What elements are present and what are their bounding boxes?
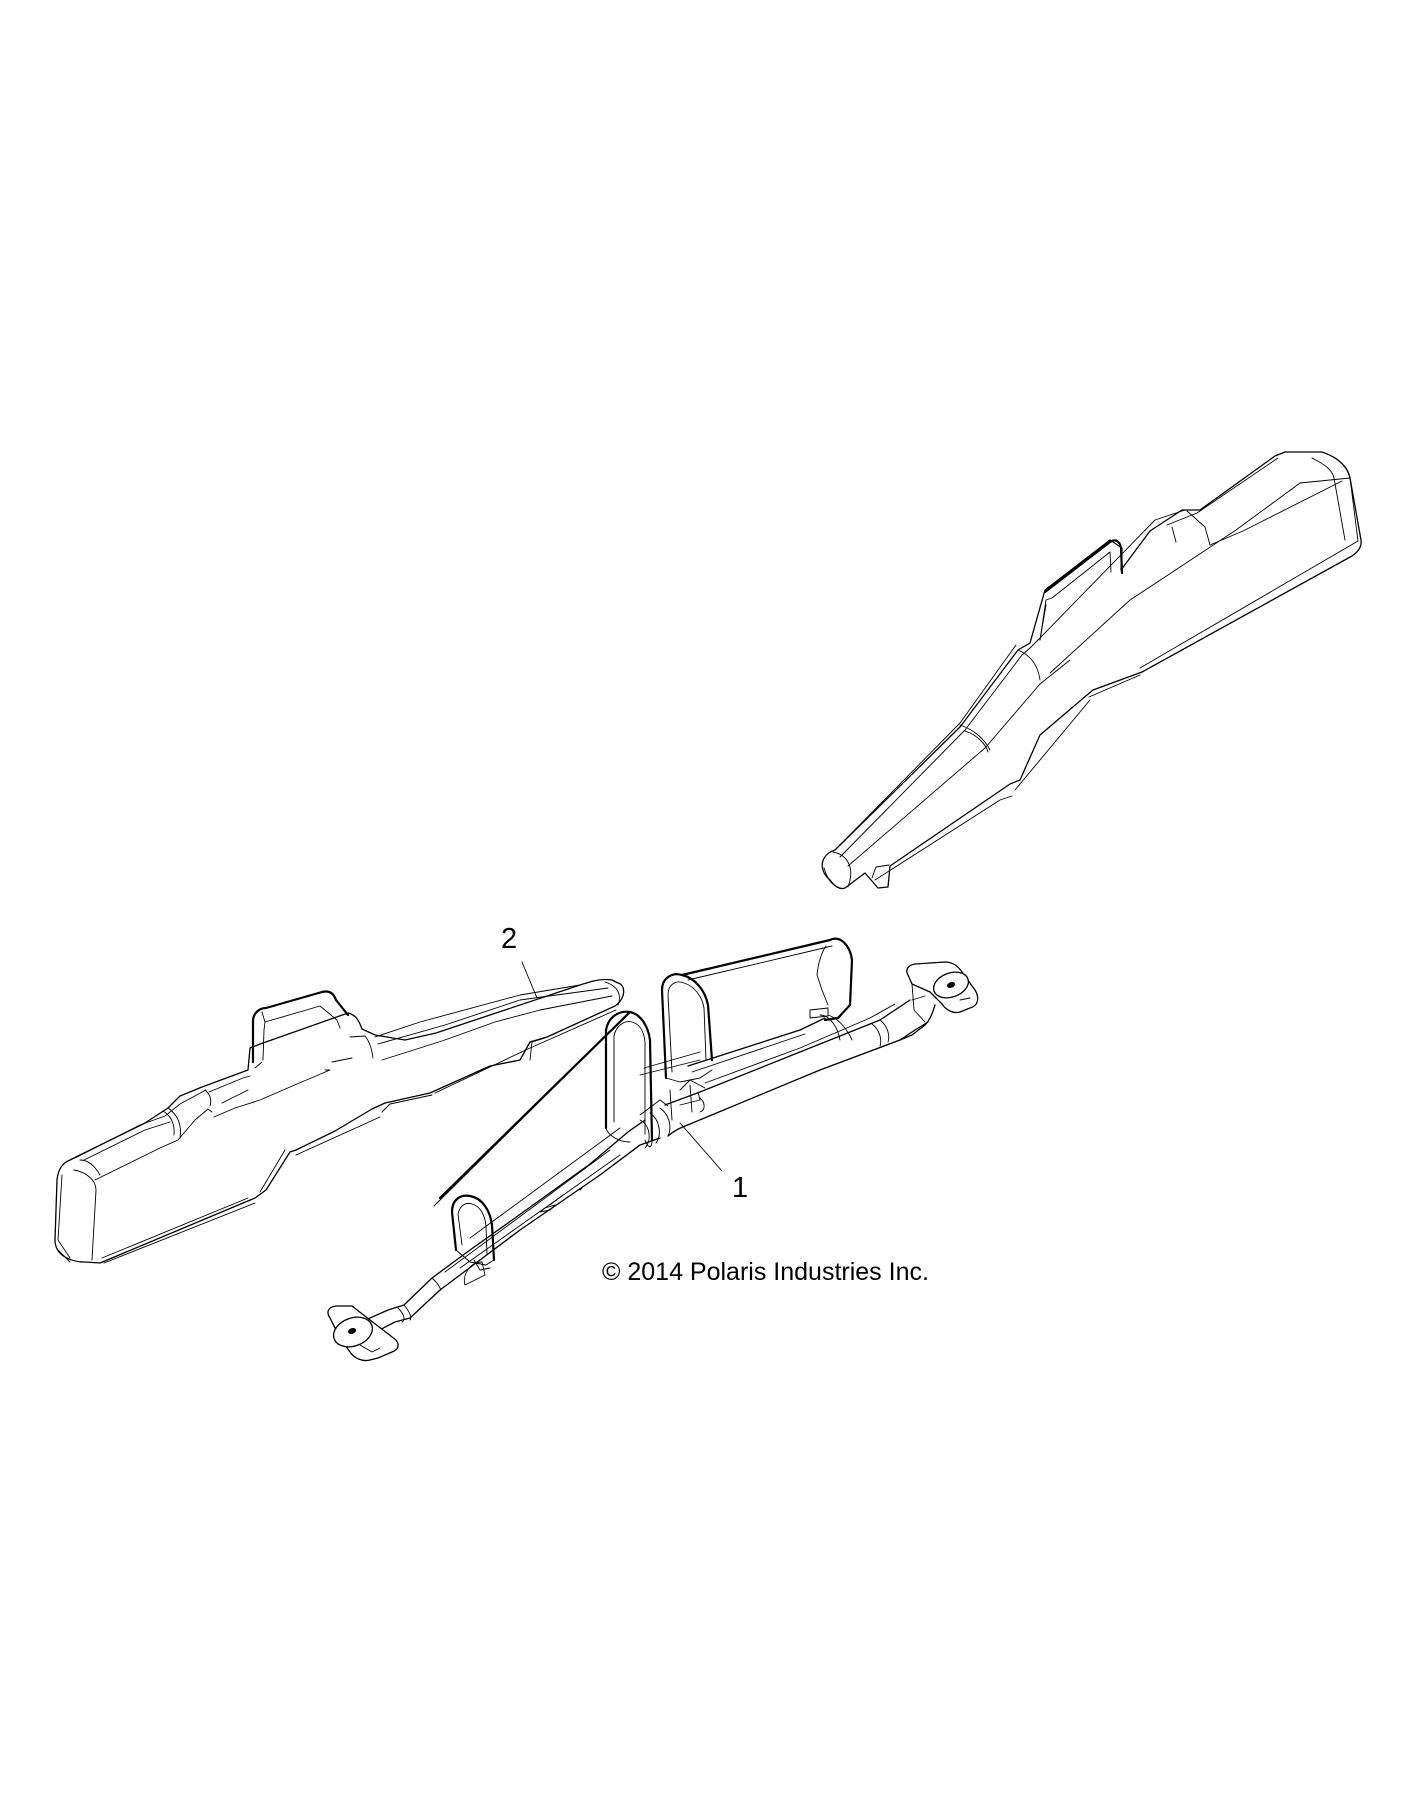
leader-line-2 xyxy=(521,961,538,999)
rack-frame xyxy=(327,937,979,1362)
gun-case-lower xyxy=(54,978,625,1264)
callout-label-2: 2 xyxy=(501,923,518,955)
leader-line-1 xyxy=(679,1122,723,1172)
gun-case-upper xyxy=(821,451,1362,890)
copyright-notice: © 2014 Polaris Industries Inc. xyxy=(602,1258,929,1286)
callout-label-1: 1 xyxy=(732,1172,749,1204)
